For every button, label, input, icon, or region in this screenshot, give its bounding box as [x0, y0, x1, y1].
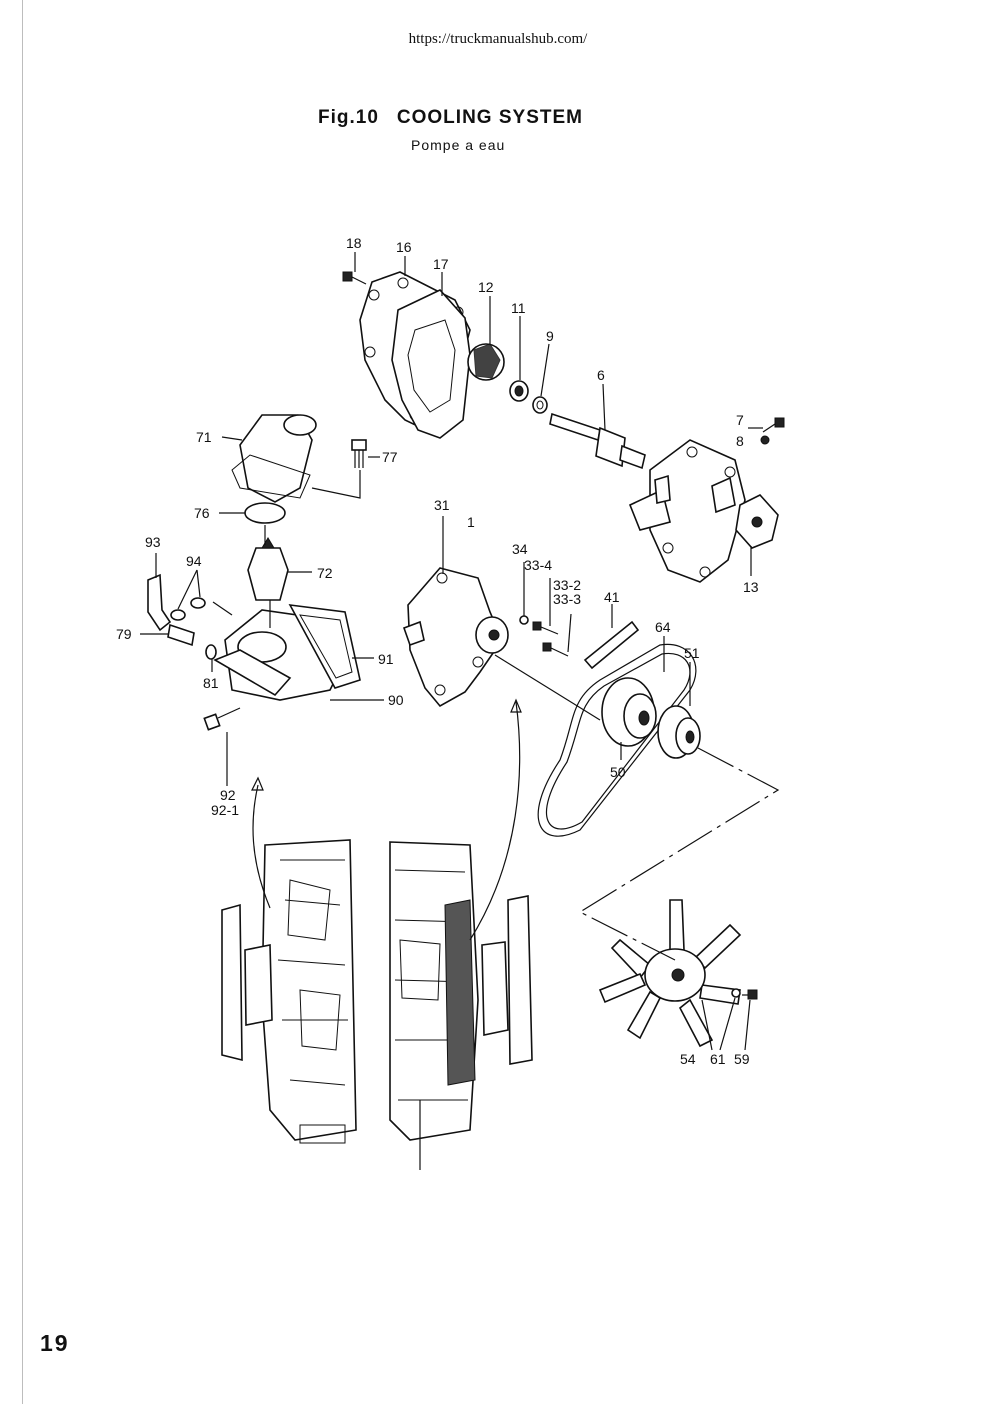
bolt-part-92 — [203, 707, 241, 731]
outlet-elbow-part — [231, 414, 317, 503]
bolt-part-59 — [742, 989, 758, 1000]
callout-90: 90 — [388, 692, 404, 708]
callout-6: 6 — [597, 367, 605, 383]
water-pump-assembly-part — [402, 567, 509, 708]
bolt-part-7 — [762, 417, 785, 433]
callout-17: 17 — [433, 256, 449, 272]
cooling-fan-part-54 — [598, 899, 742, 1048]
callout-94: 94 — [186, 553, 202, 569]
callout-54: 54 — [680, 1051, 696, 1067]
callout-77: 77 — [382, 449, 398, 465]
hose-clamp-part-94 — [170, 597, 206, 621]
engine-left-view — [221, 839, 357, 1144]
plug-part-81 — [205, 644, 217, 660]
adjusting-plate-part-41 — [583, 620, 640, 670]
callout-18: 18 — [346, 235, 362, 251]
page-margin-line — [22, 0, 23, 1404]
figure-number: Fig.10 — [318, 107, 379, 128]
callout-33-4: 33-4 — [524, 557, 552, 573]
callout-16: 16 — [396, 239, 412, 255]
callout-72: 72 — [317, 565, 333, 581]
callout-8: 8 — [736, 433, 744, 449]
seal-part — [509, 380, 529, 402]
washer-part-61 — [731, 988, 741, 998]
callout-13: 13 — [743, 579, 759, 595]
callout-81: 81 — [203, 675, 219, 691]
pump-body-part — [628, 439, 746, 583]
source-url: https://truckmanualshub.com/ — [408, 31, 588, 47]
callout-33-2: 33-2 — [553, 577, 581, 593]
callout-93: 93 — [145, 534, 161, 550]
spacer-part-51 — [657, 705, 701, 759]
callout-12: 12 — [478, 279, 494, 295]
v-belt-part-64 — [537, 643, 697, 837]
thermostat-part — [247, 537, 289, 601]
callout-92: 92 — [220, 787, 236, 803]
hose-part-93 — [147, 573, 172, 632]
figure-name: COOLING SYSTEM — [396, 107, 583, 128]
bolt-part-77 — [351, 439, 367, 468]
callout-61: 61 — [710, 1051, 726, 1067]
bolt-part-33-4 — [532, 621, 559, 635]
pump-flange-part — [735, 494, 779, 549]
callout-51: 51 — [684, 645, 700, 661]
gasket-ring-part-76 — [244, 502, 286, 524]
impeller-part — [467, 343, 505, 381]
callout-59: 59 — [734, 1051, 750, 1067]
callout-41: 41 — [604, 589, 620, 605]
figure-title: Fig.10 COOLING SYSTEM — [318, 107, 583, 129]
figure-subtitle: Pompe a eau — [411, 137, 506, 153]
callout-64: 64 — [655, 619, 671, 635]
callout-71: 71 — [196, 429, 212, 445]
leader-lines — [140, 252, 780, 1051]
callout-9: 9 — [546, 328, 554, 344]
page-number: 19 — [40, 1330, 70, 1356]
callout-50: 50 — [610, 764, 626, 780]
seal-ring-part — [532, 396, 548, 414]
callout-79: 79 — [116, 626, 132, 642]
callout-92-1: 92-1 — [211, 802, 239, 818]
callout-1: 1 — [467, 514, 475, 530]
pulley-part-50 — [601, 677, 657, 747]
callout-labels: 18 16 17 12 11 9 6 7 8 13 71 77 76 72 93… — [116, 235, 759, 1067]
callout-7: 7 — [736, 412, 744, 428]
thermostat-housing-part — [213, 604, 361, 701]
engine-right-view — [389, 841, 533, 1170]
callout-33-3: 33-3 — [553, 591, 581, 607]
bolt-part-33-3 — [542, 642, 569, 657]
pump-gasket-part — [391, 289, 471, 439]
callout-76: 76 — [194, 505, 210, 521]
washer-part-8 — [760, 435, 770, 445]
callout-91: 91 — [378, 651, 394, 667]
bolt-part-18 — [342, 271, 367, 285]
callout-31: 31 — [434, 497, 450, 513]
pump-shaft-part — [549, 412, 646, 470]
callout-11: 11 — [511, 300, 526, 316]
callout-34: 34 — [512, 541, 528, 557]
hose-fitting-part-79 — [167, 623, 195, 647]
oring-part-34 — [519, 615, 529, 625]
